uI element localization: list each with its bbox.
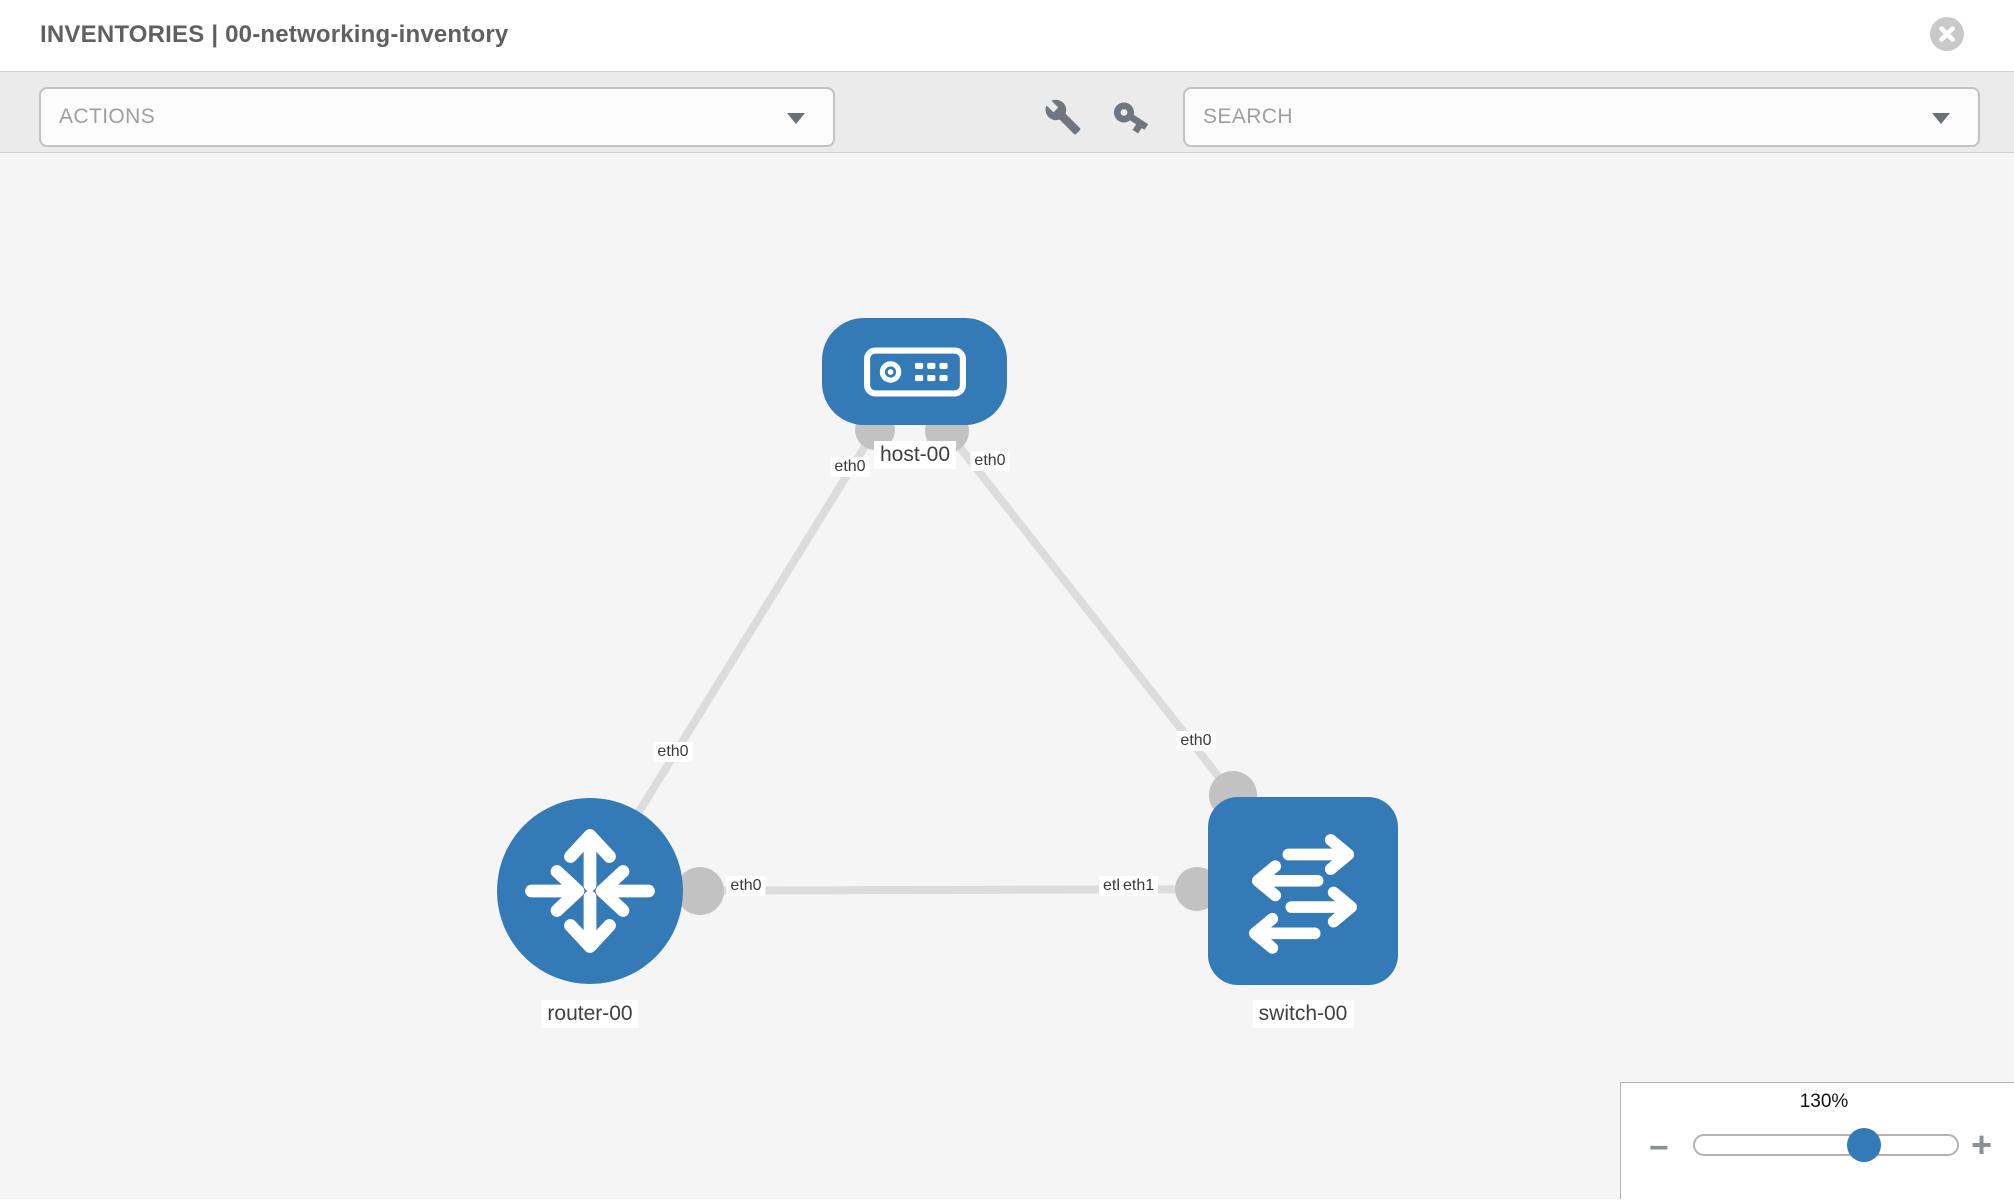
zoom-level: 130%: [1799, 1091, 1849, 1112]
interface-label: eth1: [1119, 876, 1159, 896]
zoom-slider-track[interactable]: [1693, 1134, 1959, 1156]
page-title: INVENTORIES | 00-networking-inventory: [40, 21, 509, 48]
panel-header: INVENTORIES | 00-networking-inventory: [0, 0, 2014, 72]
close-icon: [1939, 26, 1955, 42]
port-circle: [676, 867, 724, 915]
chevron-down-icon: [787, 113, 805, 124]
zoom-out-button[interactable]: −: [1649, 1129, 1669, 1167]
key-icon: [1114, 102, 1149, 134]
interface-label: eth0: [726, 876, 766, 896]
node-label-router: router-00: [541, 1000, 639, 1028]
actions-dropdown-label: ACTIONS: [59, 105, 156, 128]
links-layer: [586, 409, 1271, 915]
configure-button[interactable]: [1040, 94, 1086, 140]
node-switch[interactable]: [1208, 797, 1398, 985]
search-dropdown[interactable]: SEARCH: [1183, 87, 1980, 147]
close-button[interactable]: [1930, 17, 1964, 51]
node-host[interactable]: [822, 318, 1007, 425]
node-router[interactable]: [497, 798, 683, 984]
router-icon: [525, 829, 655, 953]
interface-label: eth0: [1176, 731, 1216, 751]
interface-label: eth0: [830, 457, 870, 477]
zoom-in-button[interactable]: +: [1971, 1124, 1993, 1165]
node-label-switch: switch-00: [1252, 1000, 1354, 1028]
zoom-slider-thumb[interactable]: [1847, 1128, 1881, 1162]
credentials-button[interactable]: [1108, 94, 1154, 140]
zoom-panel: 130% − +: [1620, 1082, 2014, 1199]
wrench-icon: [1045, 99, 1081, 135]
interface-label: eth0: [653, 742, 693, 762]
topology-canvas[interactable]: host-00 router-00 switch-00 eth0 eth0 et…: [0, 153, 2014, 1199]
switch-icon: [1248, 834, 1358, 954]
search-dropdown-label: SEARCH: [1203, 105, 1293, 128]
chevron-down-icon: [1932, 113, 1950, 124]
toolbar: ACTIONS SEARCH: [0, 72, 2014, 153]
node-label-host: host-00: [873, 441, 957, 469]
host-icon: [863, 347, 966, 396]
interface-label: eth0: [970, 451, 1010, 471]
actions-dropdown[interactable]: ACTIONS: [39, 87, 835, 147]
